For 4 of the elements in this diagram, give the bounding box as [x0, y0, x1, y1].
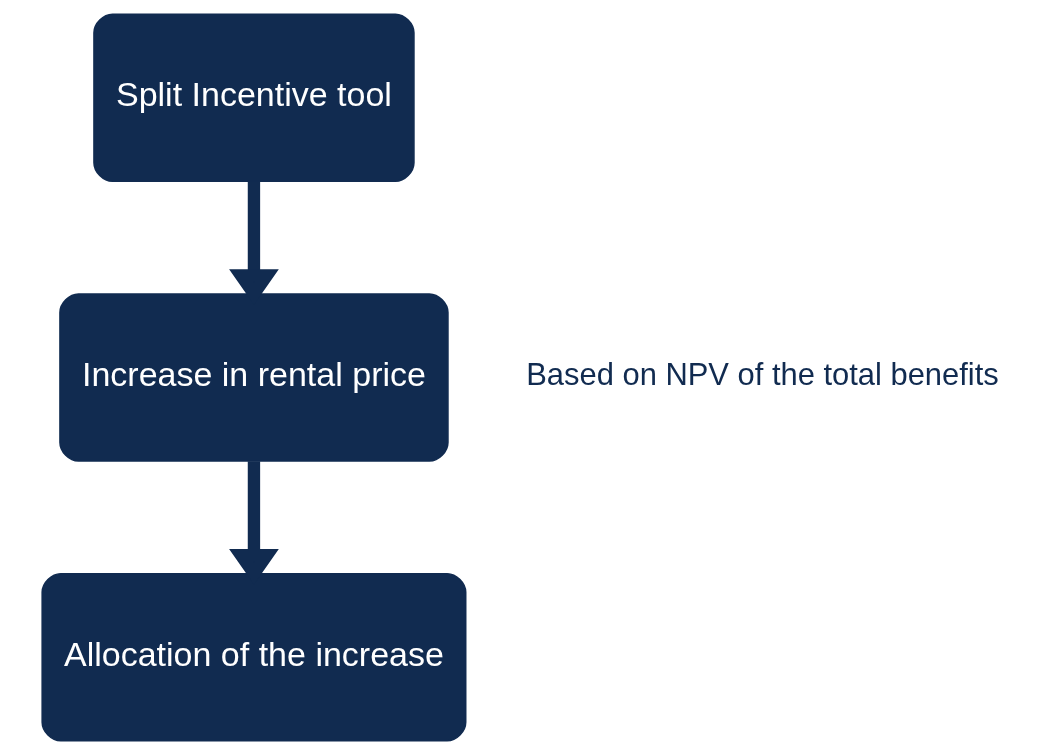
node-box: Split Incentive tool [92, 13, 415, 182]
node-box: Increase in rental price [58, 293, 449, 462]
node-label: Based on NPV of the total benefits [525, 357, 999, 393]
node-box: Allocation of the increase [40, 573, 466, 742]
